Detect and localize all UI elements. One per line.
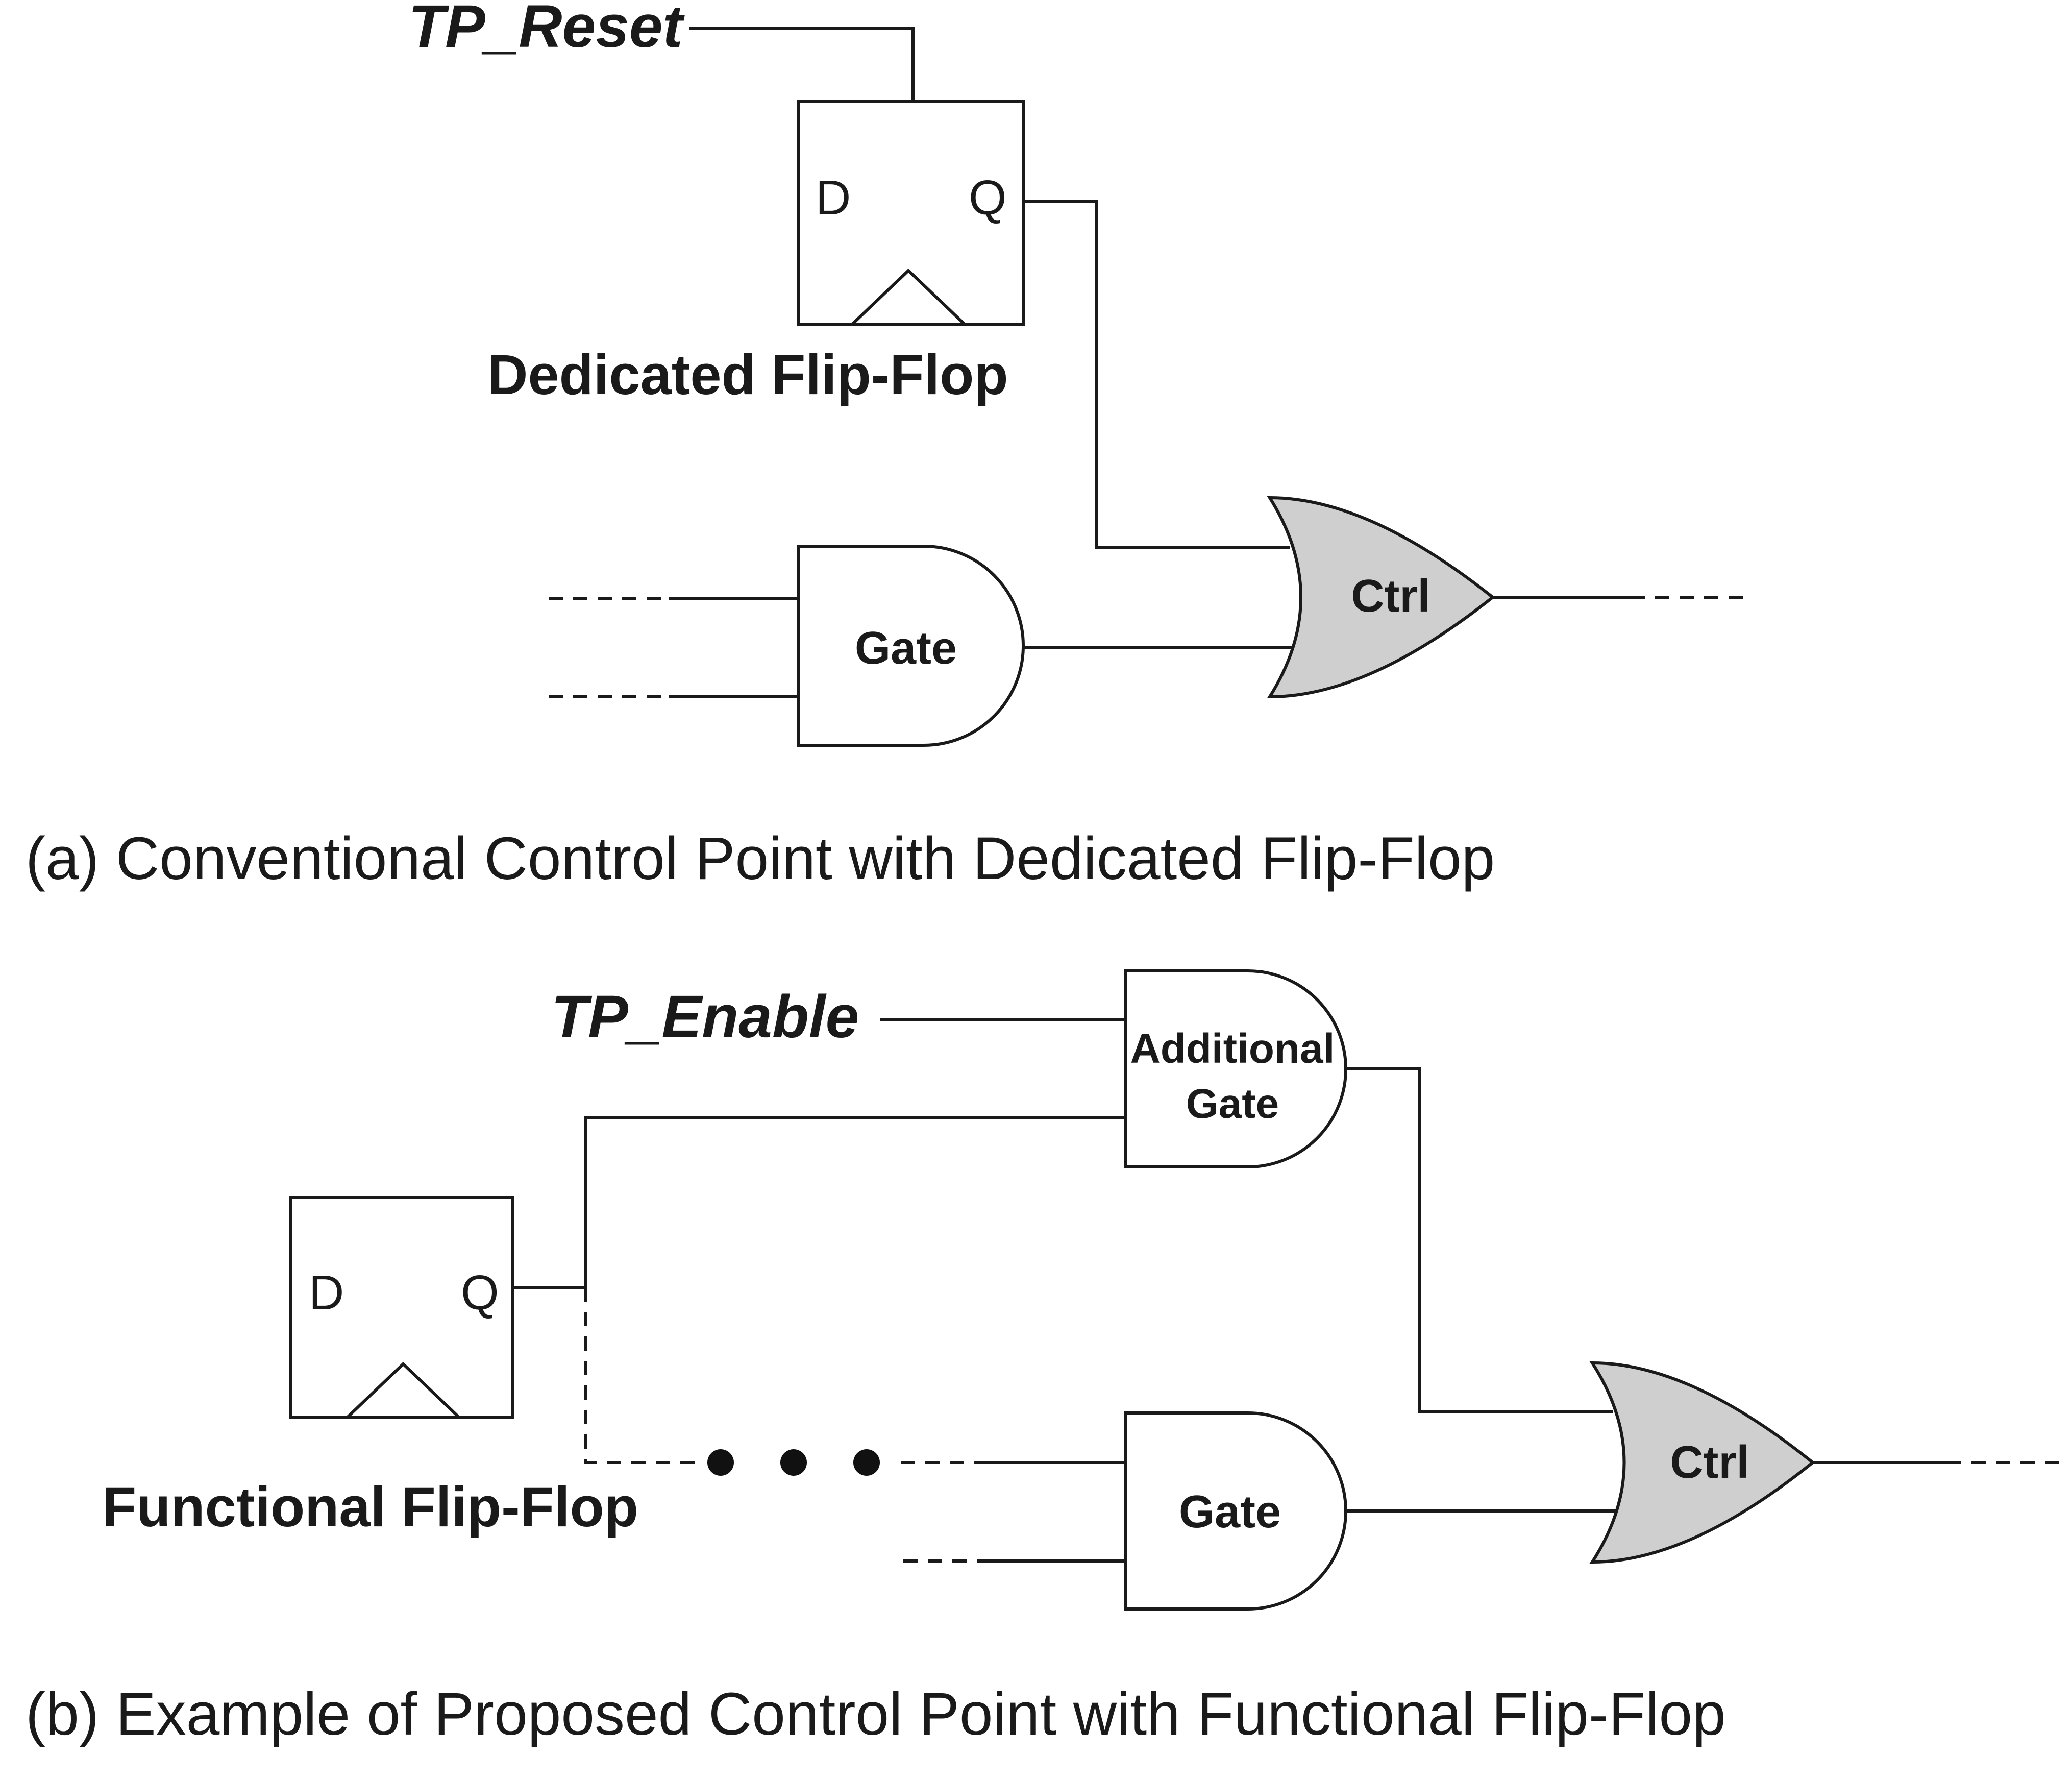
caption-a: (a) Conventional Control Point with Dedi… — [26, 825, 1495, 892]
ellipsis-dot-1 — [707, 1449, 734, 1476]
ellipsis-dot-2 — [780, 1449, 807, 1476]
dedicated-ff-clock-triangle — [851, 268, 966, 326]
additional-gate-label-line1: Additional — [1130, 1026, 1335, 1072]
additional-gate-output-wire — [1346, 1067, 1613, 1413]
tp-reset-wire — [689, 27, 915, 101]
functional-ff-q-pin: Q — [461, 1265, 499, 1320]
dedicated-ff-q-wire — [1023, 200, 1290, 549]
dedicated-ff-d-pin: D — [816, 170, 851, 225]
dedicated-flip-flop-label: Dedicated Flip-Flop — [487, 344, 1008, 406]
gate-b-label: Gate — [1179, 1486, 1281, 1538]
functional-flip-flop — [289, 1196, 514, 1419]
tp-enable-label: TP_Enable — [551, 983, 859, 1051]
gate-b-and-gate — [1124, 1411, 1347, 1611]
ctrl-a-or-gate — [1267, 496, 1495, 699]
functional-ff-q-wire — [513, 1116, 1125, 1289]
panel-a: TP_Reset D Q Dedicated Flip-Flop Gate Ct… — [26, 0, 1745, 892]
ellipsis-dot-3 — [853, 1449, 880, 1476]
caption-b: (b) Example of Proposed Control Point wi… — [26, 1680, 1726, 1748]
functional-ff-dashed-branch — [584, 1287, 699, 1464]
additional-and-gate — [1124, 969, 1347, 1168]
functional-ff-d-pin: D — [309, 1265, 344, 1320]
dedicated-ff-q-pin: Q — [969, 170, 1007, 225]
functional-flip-flop-label: Functional Flip-Flop — [102, 1476, 638, 1539]
functional-ff-clock-triangle — [346, 1361, 461, 1419]
ctrl-b-or-gate — [1589, 1361, 1815, 1564]
gate-a-label: Gate — [855, 623, 957, 674]
ctrl-b-label: Ctrl — [1670, 1437, 1749, 1488]
additional-gate-label-line2: Gate — [1186, 1081, 1279, 1127]
panel-b: TP_Enable Additional Gate D Q Functional… — [26, 969, 2059, 1748]
dedicated-flip-flop — [797, 100, 1025, 326]
ctrl-a-label: Ctrl — [1351, 571, 1430, 622]
tp-reset-label: TP_Reset — [408, 0, 685, 60]
gate-a-and-gate — [797, 545, 1025, 747]
